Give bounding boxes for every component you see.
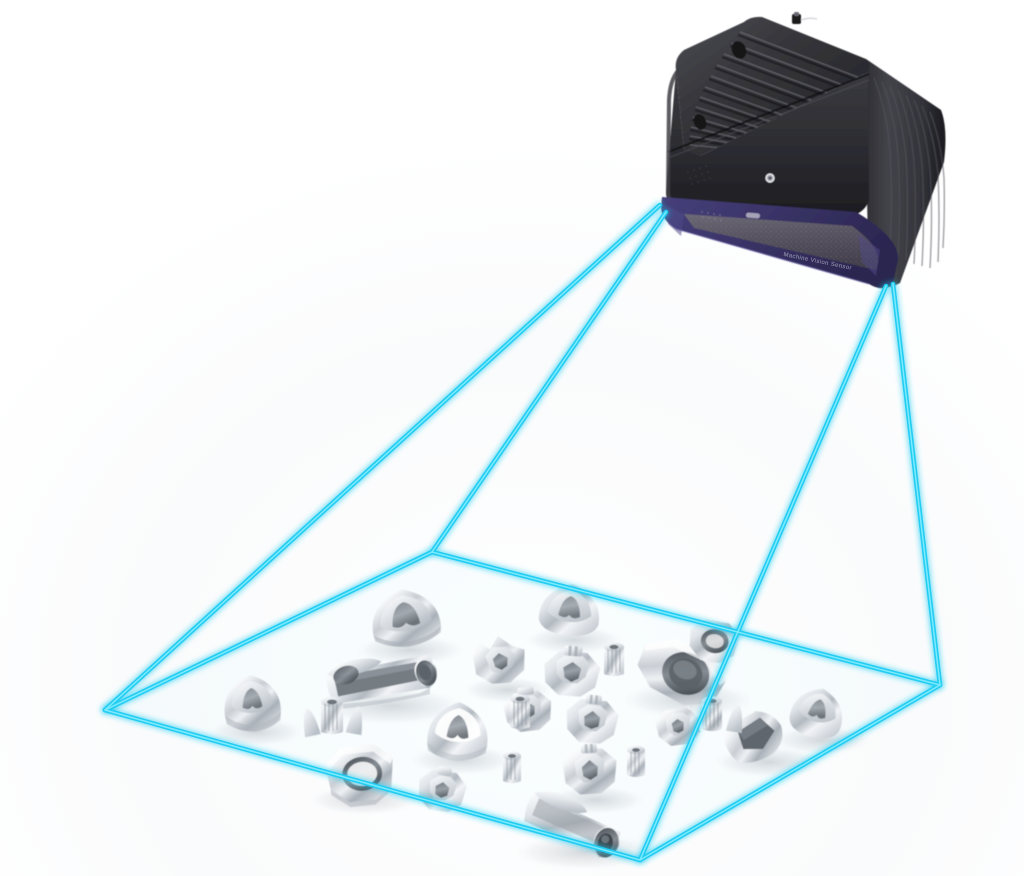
part-hex-nut [562, 743, 617, 795]
sensor-front-seam [667, 73, 870, 153]
part-dome-cap-nut [538, 584, 600, 637]
bezel-facet-left [665, 205, 684, 236]
part-dome-cap-nut [789, 688, 843, 739]
part-knurled-insert [321, 697, 343, 734]
bezel-bottom-edge [675, 228, 870, 285]
frustum-edge-cores [104, 204, 942, 861]
status-led [765, 173, 775, 183]
sensor-front-perforation [687, 165, 711, 185]
sensor-front-plate [666, 70, 869, 215]
part-flange-nut [544, 645, 601, 697]
parts-group [224, 584, 843, 858]
mount-boss-lower [693, 114, 707, 130]
part-knurled-insert [604, 642, 624, 676]
projector-slot [745, 212, 760, 219]
part-knurled-insert [627, 745, 645, 777]
sensor-left-edge [666, 70, 679, 207]
part-hex-coupling-nut [326, 654, 437, 710]
sensor-side-shell [864, 59, 946, 288]
cable-connector [792, 12, 818, 24]
part-knurled-insert [510, 694, 530, 729]
mount-boss-upper [731, 41, 747, 59]
part-slotted-sleeve [345, 706, 363, 736]
sensor-top-plate [675, 16, 870, 157]
sensor-body [661, 12, 946, 289]
part-flange-nut [473, 636, 525, 684]
part-dome-cap-nut [224, 675, 281, 732]
part-knurled-insert [503, 751, 521, 783]
part-hex-nut [566, 694, 619, 744]
bezel-facet-right [858, 234, 880, 276]
part-slotted-sleeve [725, 704, 743, 734]
part-dome-cap-nut [427, 702, 488, 761]
sensor-front-highlight [667, 79, 870, 159]
part-slotted-sleeve [303, 708, 321, 738]
part-dome-cap-nut [372, 589, 441, 647]
lens-window-speckle [684, 214, 879, 270]
part-flange-nut [655, 707, 700, 746]
lens-microphone-grid [701, 211, 722, 221]
